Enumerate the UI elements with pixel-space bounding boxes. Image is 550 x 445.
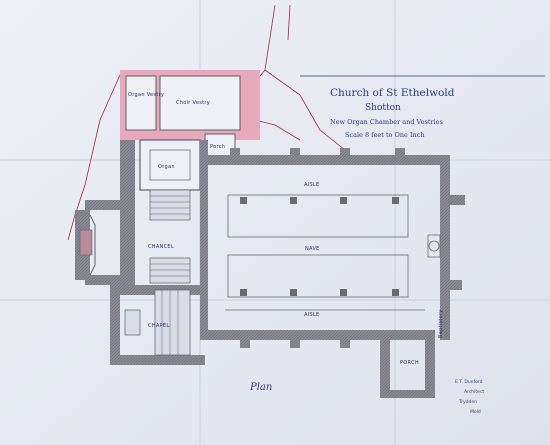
apse-window [79,229,93,256]
label-choir-vestry: Choir Vestry [176,100,210,106]
signature-line: Trydden [458,399,477,405]
nave-piers [240,197,399,296]
title-scale: Scale 8 feet to One Inch [345,131,425,139]
label-organ-vestry: Organ Vestry [128,92,164,98]
new-vestries-block [120,70,260,191]
label-aisle-north: AISLE [304,182,320,188]
nave-interior [225,194,441,311]
church-walls [75,140,465,398]
apse-outline [89,214,96,276]
signature-line: E.T. Dunford [455,379,483,385]
title-subject: New Organ Chamber and Vestries [330,118,443,126]
signature-line: Mold [470,409,481,415]
label-porch-south: PORCH [400,360,419,366]
title-place: Shotton [365,103,401,113]
chancel-furniture [124,189,191,356]
title-name: Church of St Ethelwold [330,87,455,99]
label-organ: Organ [158,164,175,170]
label-chapel: CHAPEL [148,323,169,329]
plan-label: Plan [249,382,272,393]
chancel-steps [150,195,190,355]
label-nave: NAVE [305,246,320,252]
label-baptistery: Baptistery [438,309,444,338]
signature-line: Architect [464,389,484,395]
signature-block: E.T. Dunford Architect Trydden Mold [455,379,484,415]
label-porch-upper: Porch [210,144,225,150]
label-aisle-south: AISLE [304,312,320,318]
label-chancel: CHANCEL [148,244,174,250]
